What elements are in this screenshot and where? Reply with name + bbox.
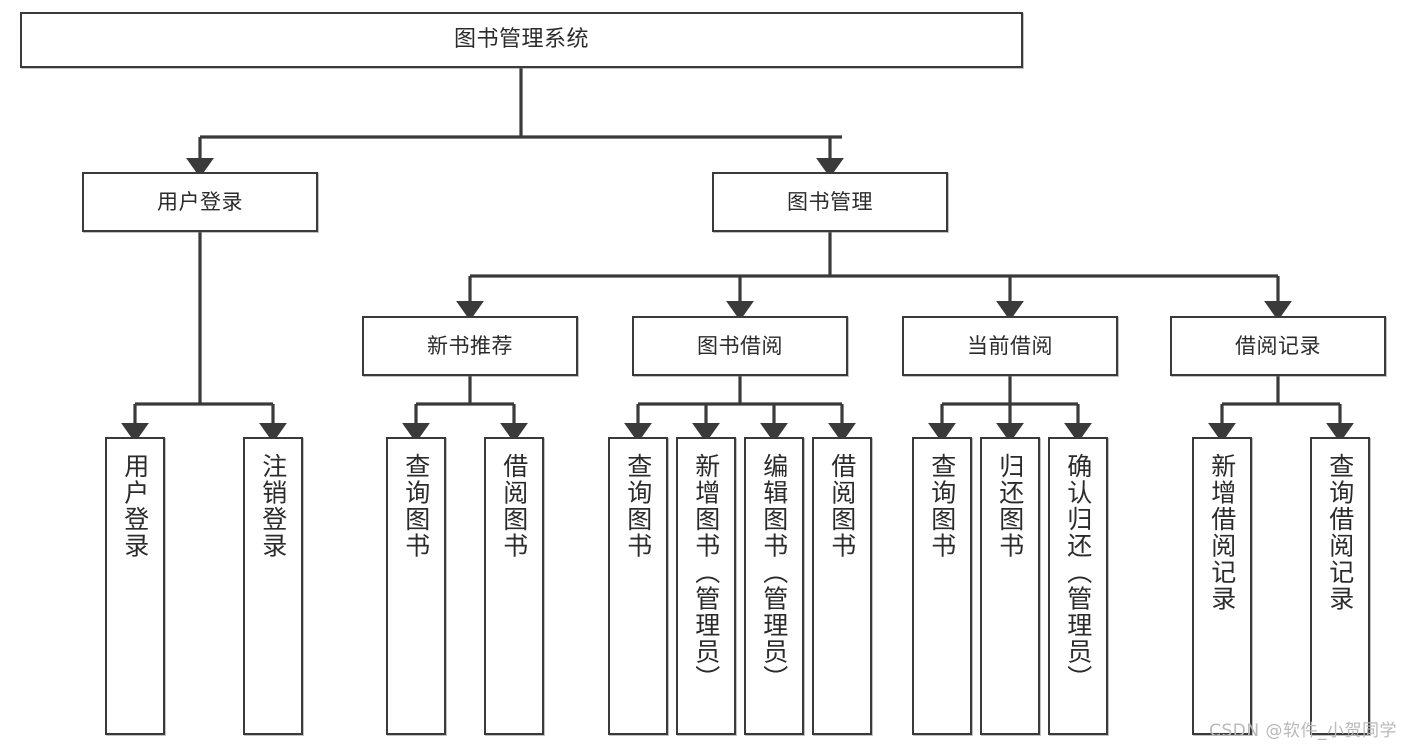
leaf-add-book-admin[interactable]: 新增图书（管理员） bbox=[676, 437, 736, 735]
leaf-query-book-current[interactable]: 查询图书 bbox=[912, 437, 972, 735]
node-label: 查询图书 bbox=[927, 453, 957, 559]
node-current-borrow[interactable]: 当前借阅 bbox=[902, 316, 1118, 376]
node-label: 编辑图书（管理员） bbox=[759, 453, 789, 692]
node-label: 当前借阅 bbox=[967, 333, 1053, 358]
leaf-logout-login[interactable]: 注销登录 bbox=[243, 437, 303, 735]
leaf-add-borrow-record[interactable]: 新增借阅记录 bbox=[1192, 437, 1252, 735]
node-label: 用户登录 bbox=[120, 453, 150, 559]
node-label: 查询图书 bbox=[623, 453, 653, 559]
node-label: 查询借阅记录 bbox=[1325, 453, 1355, 612]
node-label: 借阅图书 bbox=[499, 453, 529, 559]
csdn-watermark: CSDN @软件_小贺同学 bbox=[1209, 721, 1397, 741]
node-borrow-record[interactable]: 借阅记录 bbox=[1170, 316, 1386, 376]
node-label: 图书借阅 bbox=[697, 333, 783, 358]
node-label: 新增图书（管理员） bbox=[691, 453, 721, 692]
leaf-user-login[interactable]: 用户登录 bbox=[105, 437, 165, 735]
node-label: 查询图书 bbox=[401, 453, 431, 559]
leaf-borrow-book-borrow[interactable]: 借阅图书 bbox=[812, 437, 872, 735]
node-book-management[interactable]: 图书管理 bbox=[712, 172, 948, 232]
node-root-system[interactable]: 图书管理系统 bbox=[20, 12, 1023, 68]
node-user-login[interactable]: 用户登录 bbox=[82, 172, 318, 232]
node-label: 新书推荐 bbox=[427, 333, 513, 358]
leaf-edit-book-admin[interactable]: 编辑图书（管理员） bbox=[744, 437, 804, 735]
node-label: 借阅记录 bbox=[1235, 333, 1321, 358]
node-label: 图书管理系统 bbox=[453, 27, 589, 53]
node-label: 注销登录 bbox=[258, 453, 288, 559]
node-label: 图书管理 bbox=[787, 189, 873, 214]
node-label: 确认归还（管理员） bbox=[1063, 453, 1093, 692]
leaf-borrow-book-recommend[interactable]: 借阅图书 bbox=[484, 437, 544, 735]
node-new-book-recommend[interactable]: 新书推荐 bbox=[362, 316, 578, 376]
leaf-query-book-recommend[interactable]: 查询图书 bbox=[386, 437, 446, 735]
node-label: 归还图书 bbox=[995, 453, 1025, 559]
node-label: 新增借阅记录 bbox=[1207, 453, 1237, 612]
node-book-borrow[interactable]: 图书借阅 bbox=[632, 316, 848, 376]
leaf-query-borrow-record[interactable]: 查询借阅记录 bbox=[1310, 437, 1370, 735]
leaf-return-book[interactable]: 归还图书 bbox=[980, 437, 1040, 735]
leaf-confirm-return-admin[interactable]: 确认归还（管理员） bbox=[1048, 437, 1108, 735]
leaf-query-book-borrow[interactable]: 查询图书 bbox=[608, 437, 668, 735]
node-label: 借阅图书 bbox=[827, 453, 857, 559]
node-label: 用户登录 bbox=[157, 189, 243, 214]
